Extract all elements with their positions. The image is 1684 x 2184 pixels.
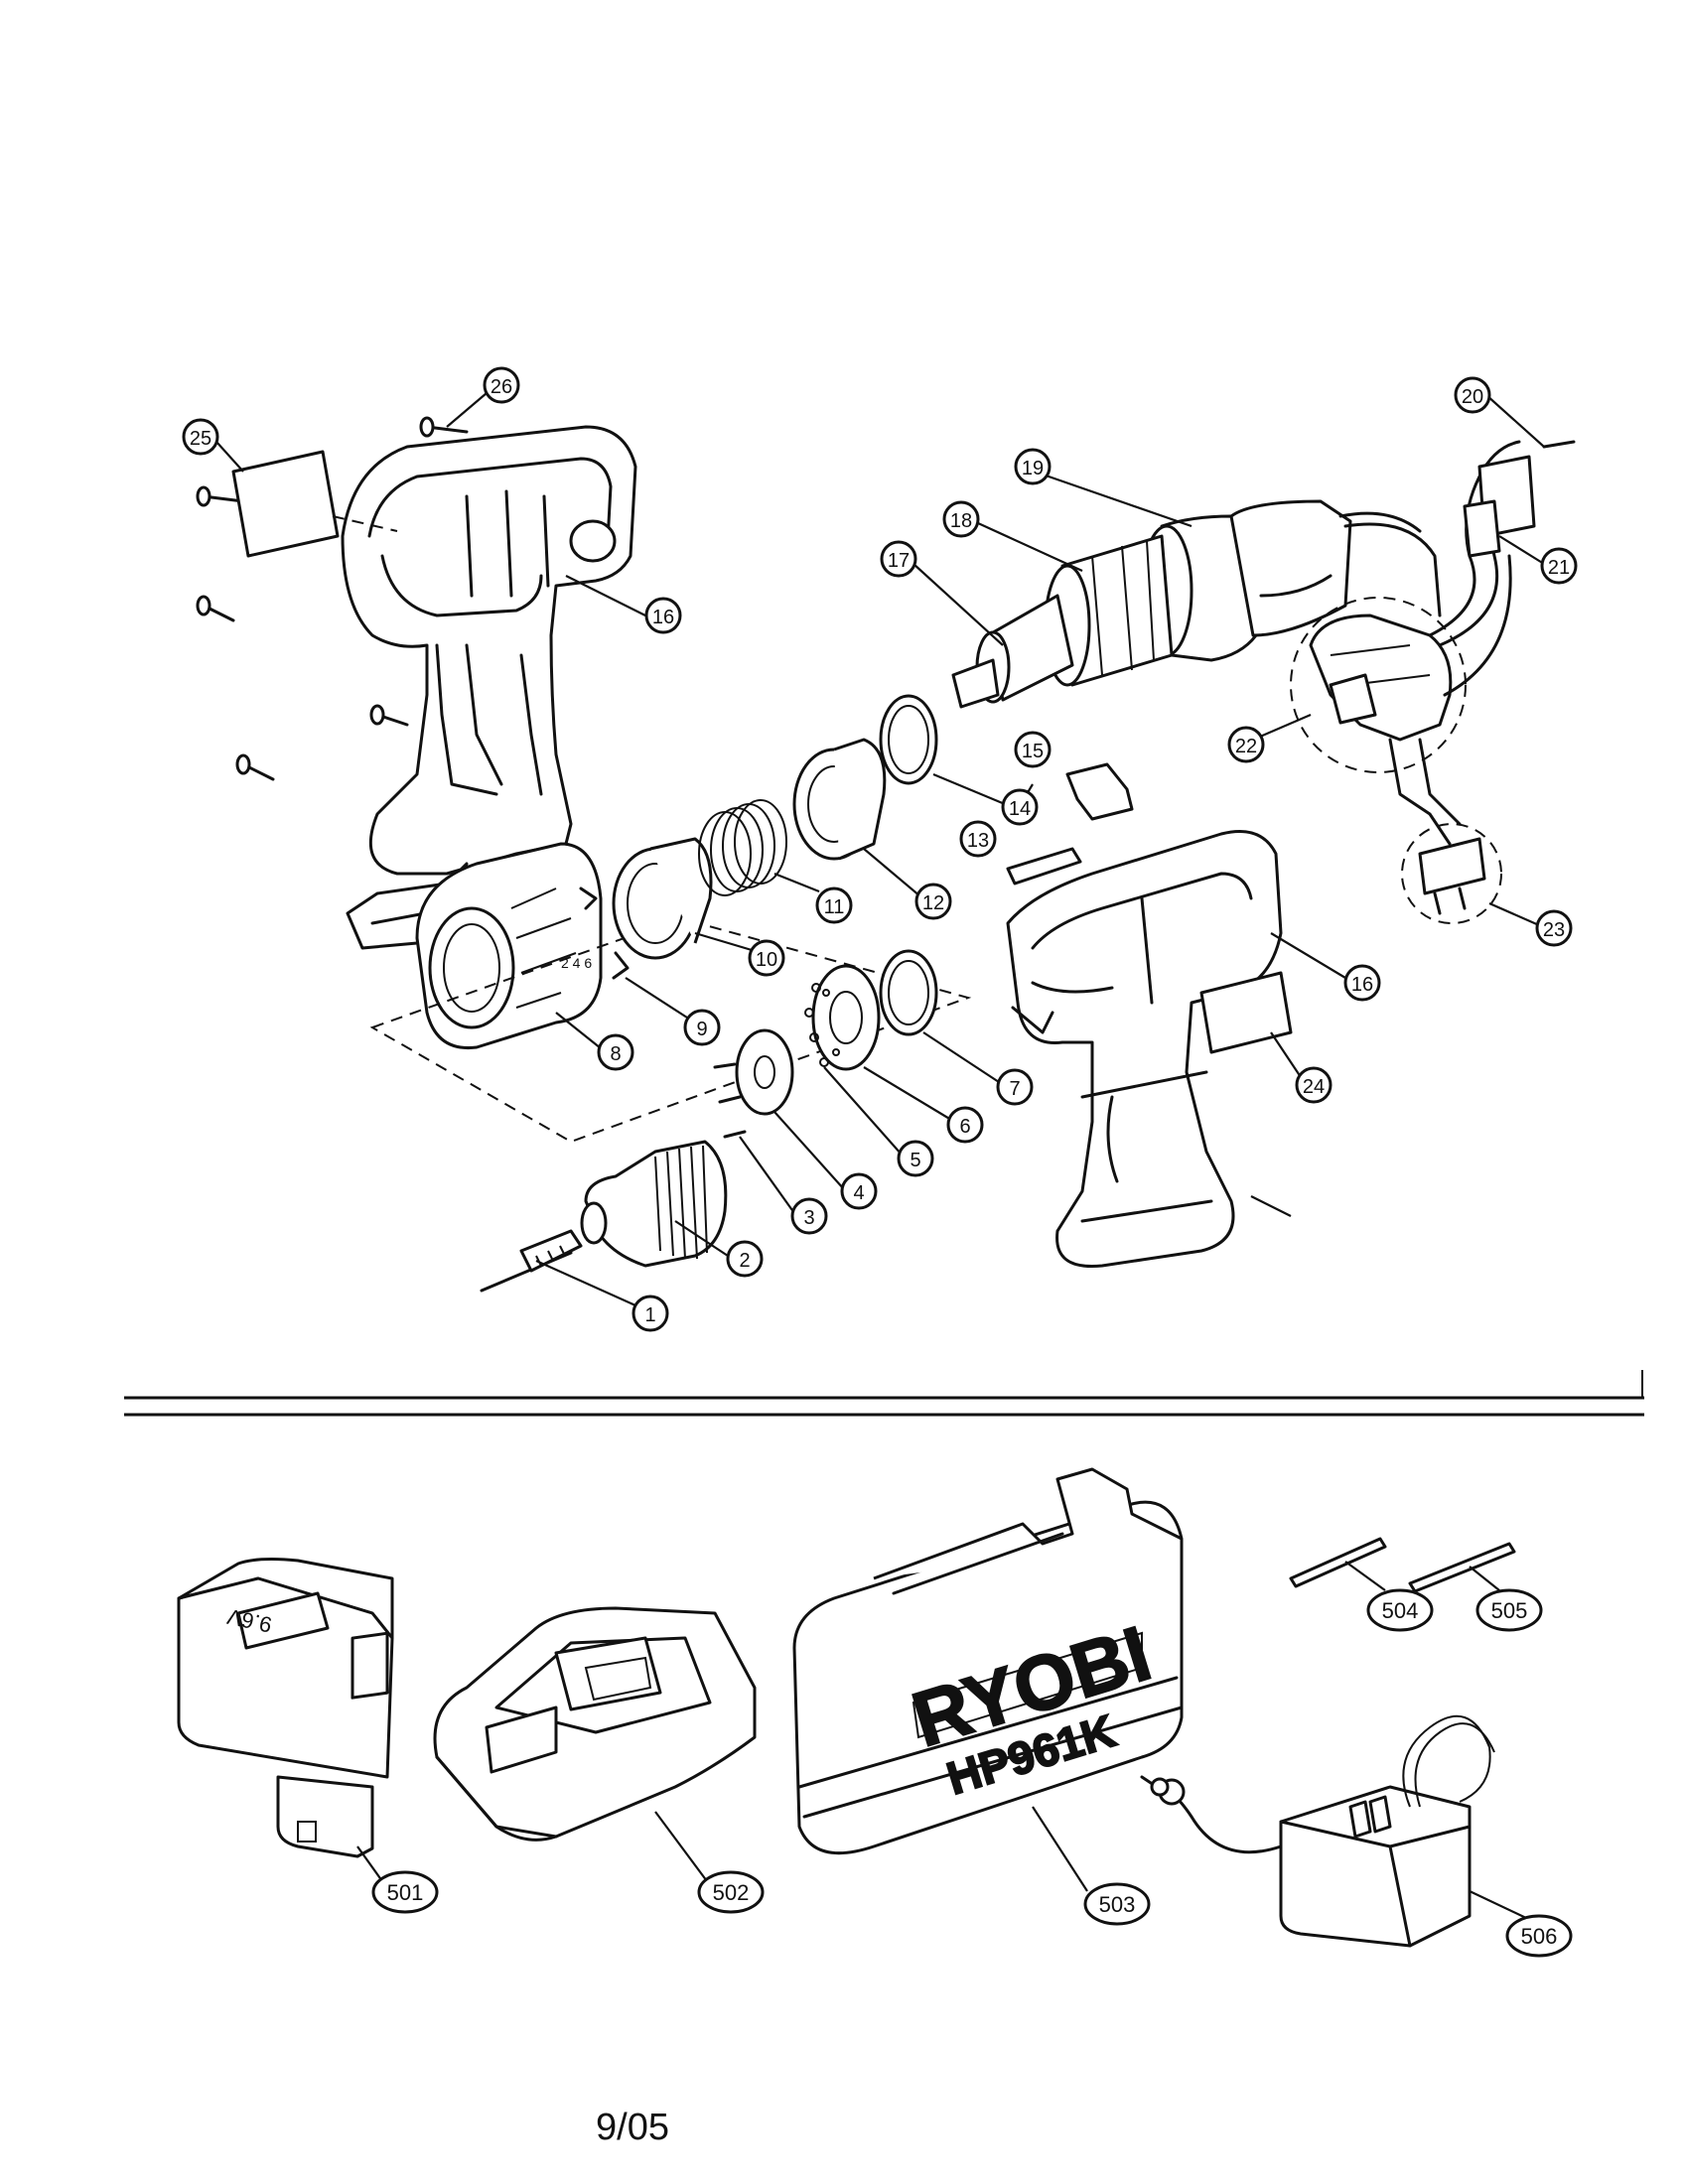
callout-4: 4 xyxy=(840,1172,878,1210)
svg-text:21: 21 xyxy=(1548,557,1570,579)
model-label xyxy=(1199,971,1293,1054)
svg-text:17: 17 xyxy=(888,550,910,572)
callout-8: 8 xyxy=(597,1033,634,1071)
mounting-plate xyxy=(713,1028,794,1139)
callout-16-left: 16 xyxy=(644,597,682,634)
washer-ring xyxy=(879,694,938,785)
svg-text:2 4 6: 2 4 6 xyxy=(561,955,592,971)
callout-15: 15 xyxy=(1014,731,1052,768)
svg-text:5: 5 xyxy=(910,1150,920,1171)
svg-text:10: 10 xyxy=(756,949,777,971)
callout-25: 25 xyxy=(182,418,219,456)
svg-text:505: 505 xyxy=(1491,1598,1528,1623)
pin xyxy=(1006,847,1082,886)
svg-text:16: 16 xyxy=(652,607,674,628)
ring-gear xyxy=(612,837,713,960)
callout-leaders xyxy=(215,392,1545,1919)
callout-502: 502 xyxy=(697,1870,765,1914)
callout-10: 10 xyxy=(748,939,785,977)
svg-text:4: 4 xyxy=(853,1182,864,1204)
callout-6: 6 xyxy=(946,1106,984,1144)
motor-gearbox xyxy=(951,499,1442,709)
svg-text:12: 12 xyxy=(922,892,944,914)
carrying-case: RYOBI HP961K xyxy=(792,1467,1184,1855)
callout-505: 505 xyxy=(1475,1588,1543,1632)
label-plate xyxy=(231,450,398,558)
svg-text:14: 14 xyxy=(1009,798,1031,820)
svg-text:8: 8 xyxy=(610,1043,621,1065)
battery-pack: 9.6V xyxy=(177,1558,394,1858)
svg-text:506: 506 xyxy=(1521,1924,1558,1949)
callout-506: 506 xyxy=(1505,1914,1573,1958)
battery-terminal xyxy=(1401,823,1502,924)
callout-22: 22 xyxy=(1227,726,1265,763)
svg-text:24: 24 xyxy=(1303,1076,1325,1098)
right-housing-half xyxy=(1006,830,1283,1269)
battery-charger xyxy=(433,1606,757,1842)
callouts: 26 25 16 19 18 17 20 21 22 23 15 13 14 1… xyxy=(182,366,1578,1958)
svg-text:6: 6 xyxy=(959,1116,970,1138)
footer-date: 9/05 xyxy=(596,2107,669,2148)
screw-set-left xyxy=(196,416,469,781)
callout-7: 7 xyxy=(996,1068,1034,1106)
callout-26: 26 xyxy=(483,366,520,404)
callout-21: 21 xyxy=(1540,547,1578,585)
clip xyxy=(1065,762,1134,821)
callout-13: 13 xyxy=(959,820,997,858)
svg-text:13: 13 xyxy=(967,830,989,852)
callout-23: 23 xyxy=(1535,909,1573,947)
callout-12: 12 xyxy=(914,883,952,920)
callout-18: 18 xyxy=(942,500,980,538)
svg-text:1: 1 xyxy=(644,1304,655,1326)
svg-text:501: 501 xyxy=(387,1880,424,1905)
callout-24: 24 xyxy=(1295,1066,1333,1104)
svg-text:11: 11 xyxy=(824,896,845,918)
svg-text:502: 502 xyxy=(713,1880,750,1905)
callout-20: 20 xyxy=(1454,376,1491,414)
svg-text:15: 15 xyxy=(1022,741,1044,762)
svg-text:9: 9 xyxy=(696,1019,707,1040)
callout-5: 5 xyxy=(897,1140,934,1177)
svg-text:26: 26 xyxy=(491,376,512,398)
svg-text:2: 2 xyxy=(739,1250,750,1272)
svg-text:23: 23 xyxy=(1543,919,1565,941)
callout-504: 504 xyxy=(1366,1588,1434,1632)
ball-plate xyxy=(804,964,881,1071)
clutch-collar: 2 4 6 xyxy=(415,842,603,1050)
keyless-chuck xyxy=(580,1140,728,1268)
svg-text:504: 504 xyxy=(1382,1598,1419,1623)
callout-501: 501 xyxy=(371,1870,439,1914)
section-divider xyxy=(124,1370,1644,1417)
gear-housing xyxy=(792,738,887,861)
callout-9: 9 xyxy=(683,1009,721,1046)
callout-503: 503 xyxy=(1083,1882,1151,1926)
ac-adapter xyxy=(1140,1714,1495,1948)
svg-text:7: 7 xyxy=(1009,1078,1020,1100)
callout-11: 11 xyxy=(815,887,853,924)
callout-17: 17 xyxy=(880,540,917,578)
screwdriver-bit-1 xyxy=(1289,1537,1387,1588)
chuck-screw xyxy=(480,1229,583,1293)
svg-text:25: 25 xyxy=(190,428,211,450)
callout-3: 3 xyxy=(790,1197,828,1235)
callout-16-right: 16 xyxy=(1343,964,1381,1002)
trigger-switch xyxy=(1290,440,1521,846)
subassembly-box xyxy=(369,916,972,1144)
svg-text:20: 20 xyxy=(1462,386,1483,408)
callout-1: 1 xyxy=(632,1295,669,1332)
clutch-spring xyxy=(698,799,787,896)
svg-text:19: 19 xyxy=(1022,458,1044,479)
svg-text:18: 18 xyxy=(950,510,972,532)
svg-text:22: 22 xyxy=(1235,736,1257,757)
svg-text:3: 3 xyxy=(803,1207,814,1229)
svg-text:503: 503 xyxy=(1099,1892,1136,1917)
clutch-pins xyxy=(579,887,630,980)
callout-19: 19 xyxy=(1014,448,1052,485)
callout-2: 2 xyxy=(726,1240,764,1278)
switch-bracket xyxy=(1463,440,1576,558)
screwdriver-bit-2 xyxy=(1408,1542,1516,1593)
callout-14: 14 xyxy=(1001,788,1039,826)
svg-text:16: 16 xyxy=(1351,974,1373,996)
